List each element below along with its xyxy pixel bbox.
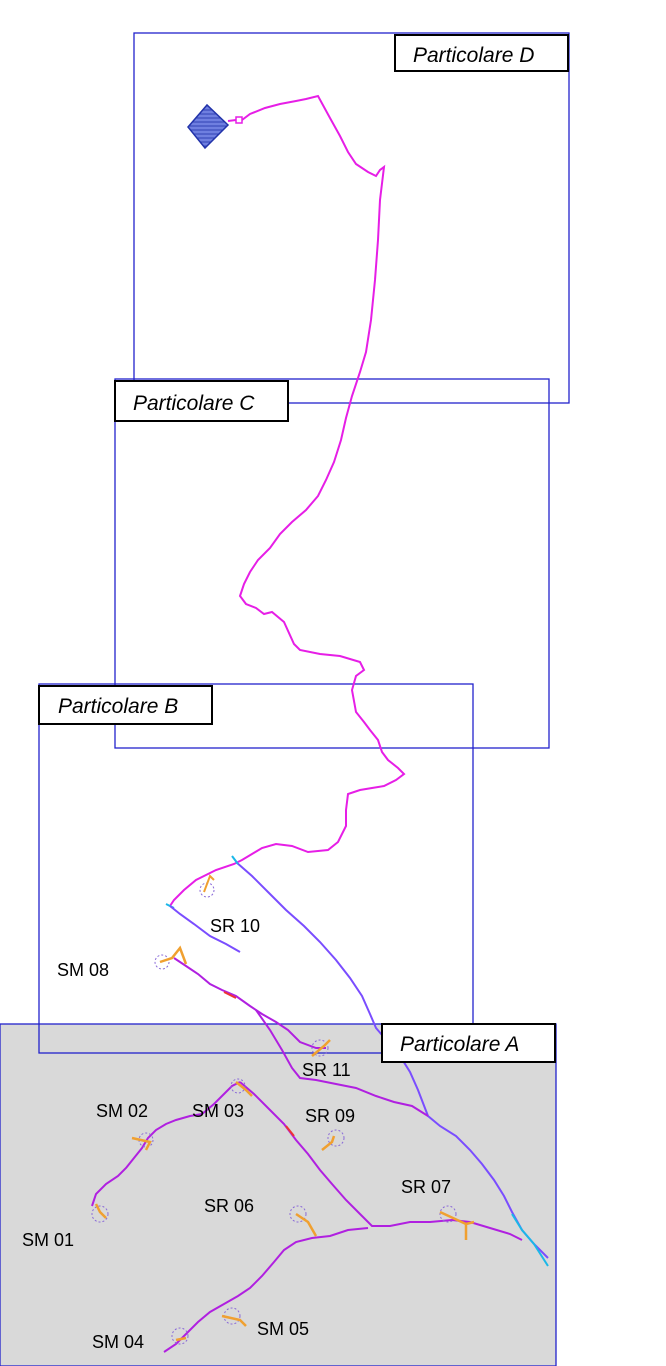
site-marker-sr06[interactable] (289, 1205, 318, 1237)
route-a-main (255, 1009, 429, 1117)
route-sm04-sr06 (163, 1227, 369, 1353)
route-red-b (285, 1125, 295, 1137)
shaded-area-a (0, 1023, 557, 1366)
route-red-a (223, 991, 237, 999)
site-label-sm03: SM 03 (192, 1101, 244, 1121)
water-segment-2 (231, 855, 239, 865)
site-label-sr07: SR 07 (401, 1177, 451, 1197)
route-sr10-sr07 (235, 861, 549, 1259)
site-marker-sm04[interactable] (171, 1327, 189, 1345)
site-label-sr06: SR 06 (204, 1196, 254, 1216)
site-marker-sm08[interactable] (154, 945, 188, 970)
site-label-sr09: SR 09 (305, 1106, 355, 1126)
site-label-sm08: SM 08 (57, 960, 109, 980)
label-box-particolare-d[interactable]: Particolare D (394, 34, 569, 72)
site-label-sm05: SM 05 (257, 1319, 309, 1339)
water-segment (511, 1213, 549, 1267)
detail-label-a: Particolare A (400, 1033, 519, 1056)
label-box-particolare-a[interactable]: Particolare A (381, 1023, 556, 1063)
site-marker-sr11[interactable] (311, 1039, 331, 1057)
route-sr10-sm08 (169, 905, 241, 953)
site-label-sm01: SM 01 (22, 1230, 74, 1250)
site-marker-sr09[interactable] (321, 1129, 345, 1151)
site-label-sm02: SM 02 (96, 1101, 148, 1121)
site-marker-sr10[interactable] (199, 874, 215, 898)
site-marker-sm02[interactable] (131, 1132, 154, 1151)
label-box-particolare-c[interactable]: Particolare C (114, 380, 289, 422)
frame-particolare-d (133, 32, 570, 404)
main-route (169, 94, 406, 907)
frame-particolare-b (38, 683, 474, 1054)
site-label-sm04: SM 04 (92, 1332, 144, 1352)
site-marker-sr07[interactable] (439, 1205, 475, 1240)
label-box-particolare-b[interactable]: Particolare B (38, 685, 213, 725)
detail-label-d: Particolare D (413, 44, 534, 67)
detail-label-c: Particolare C (133, 392, 255, 415)
site-marker-sm03[interactable] (230, 1078, 253, 1097)
site-label-sr10: SR 10 (210, 916, 260, 936)
route-sm01-sm03 (91, 1081, 241, 1207)
site-label-sr11: SR 11 (302, 1060, 351, 1080)
site-marker-sm01[interactable] (91, 1203, 109, 1223)
site-marker-sm05[interactable] (221, 1307, 247, 1327)
building-icon (187, 103, 243, 150)
frame-particolare-c (114, 378, 550, 749)
detail-label-b: Particolare B (58, 695, 178, 718)
route-sm08-sr11 (173, 957, 326, 1049)
